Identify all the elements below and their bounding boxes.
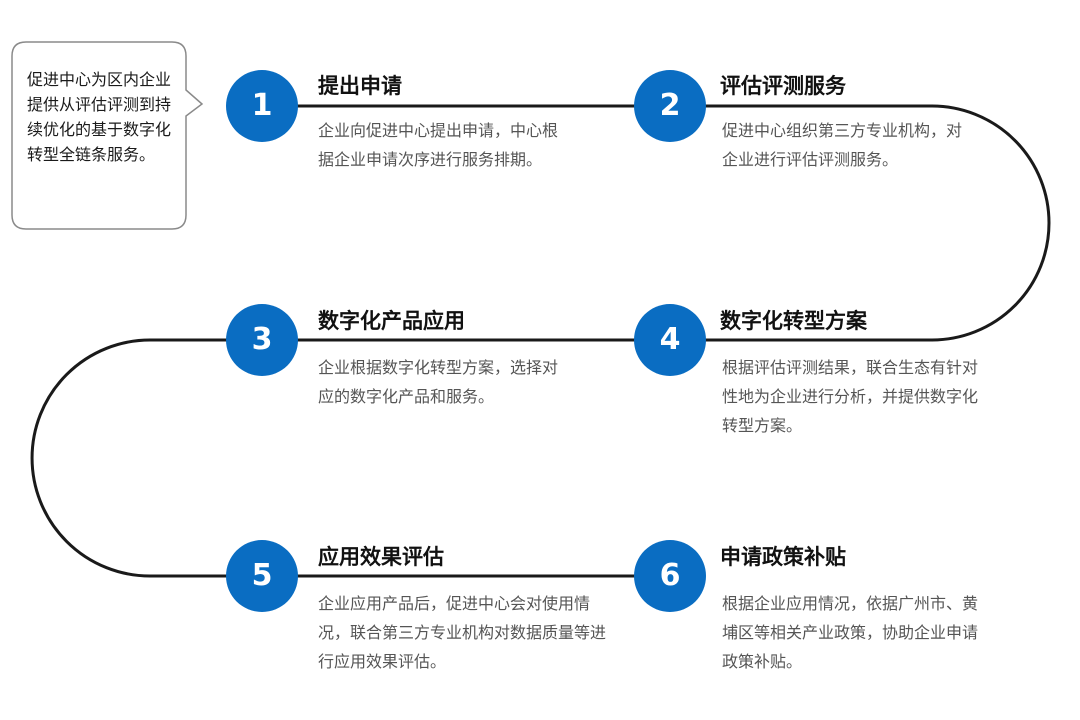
step-1-description: 企业向促进中心提出申请，中心根据企业申请次序进行服务排期。	[318, 121, 559, 169]
step-6-description: 根据企业应用情况，依据广州市、黄埔区等相关产业政策，协助企业申请政策补贴。	[722, 594, 979, 671]
step-4-number-badge: 4	[634, 304, 706, 376]
step-2-number-badge: 2	[634, 70, 706, 142]
step-5-number-badge: 5	[226, 540, 298, 612]
intro-text: 促进中心为区内企业提供从评估评测到持续优化的基于数字化转型全链条服务。	[27, 70, 172, 164]
step-3-description: 企业根据数字化转型方案，选择对应的数字化产品和服务。	[318, 358, 559, 406]
step-5-title: 应用效果评估	[318, 545, 444, 569]
step-2-description: 促进中心组织第三方专业机构，对企业进行评估评测服务。	[722, 121, 963, 169]
step-3-title: 数字化产品应用	[318, 309, 465, 333]
step-3-number-badge: 3	[226, 304, 298, 376]
step-4-description: 根据评估评测结果，联合生态有针对性地为企业进行分析，并提供数字化转型方案。	[722, 358, 979, 435]
step-1-number-badge: 1	[226, 70, 298, 142]
step-5-description: 企业应用产品后，促进中心会对使用情况，联合第三方专业机构对数据质量等进行应用效果…	[318, 594, 607, 671]
step-4-title: 数字化转型方案	[720, 309, 867, 333]
intro-callout-bubble	[11, 41, 204, 230]
step-2-title: 评估评测服务	[720, 74, 846, 98]
step-1-title: 提出申请	[318, 74, 402, 98]
step-6-title: 申请政策补贴	[720, 545, 846, 569]
step-6-number-badge: 6	[634, 540, 706, 612]
